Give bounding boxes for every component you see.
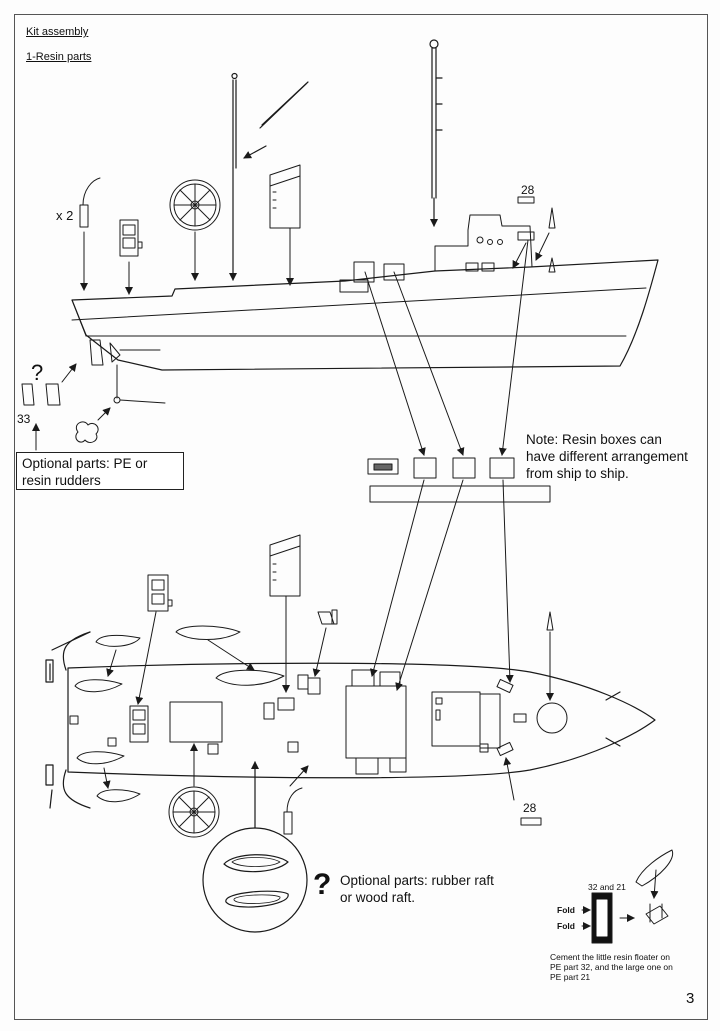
page-border: [14, 14, 708, 1020]
connection-arrows-top: [364, 239, 529, 456]
part-number-28-top: 28: [521, 183, 535, 197]
plan-mast: [546, 611, 554, 701]
inset-parts-label: 32 and 21: [588, 882, 626, 892]
resin-box-layout: [367, 457, 551, 503]
part-number-28-bottom: 28: [523, 801, 537, 815]
side-superstructure: [339, 214, 533, 293]
raft-options: [202, 761, 308, 933]
plan-box-part: [135, 574, 173, 705]
quantity-label: x 2: [56, 208, 74, 223]
rudder-options: [21, 363, 166, 451]
question-mark-rudder: ?: [31, 360, 44, 385]
fold-inset: [581, 849, 674, 944]
floats: [74, 625, 285, 803]
tower-top: [269, 164, 301, 286]
stern-propeller-rudder: [89, 339, 161, 366]
resin-boxes-note: Note: Resin boxes can have different arr…: [526, 432, 688, 481]
hull-side-view: [71, 259, 659, 371]
section-heading: Kit assembly: [26, 26, 89, 38]
fold-label-2: Fold: [557, 921, 575, 931]
plan-tower: [269, 534, 301, 693]
masts-top: [229, 39, 443, 281]
plan-funnel: [312, 609, 338, 677]
top-left-parts: [79, 177, 143, 295]
connection-arrows-bottom: [369, 479, 514, 691]
hull-plan-view: [45, 631, 656, 809]
raft-note: Optional parts: rubber raft or wood raft…: [340, 873, 494, 905]
page-number: 3: [686, 990, 695, 1007]
plan-deck-details: [69, 669, 568, 775]
wheel-bottom: [168, 743, 542, 838]
inset-caption: Cement the little resin floater on PE pa…: [550, 952, 673, 982]
rudder-note: Optional parts: PE or resin rudders: [16, 452, 184, 490]
question-mark-raft: ?: [313, 868, 332, 901]
subsection-heading: 1-Resin parts: [26, 51, 92, 63]
bow-small-parts: [512, 196, 556, 273]
part-number-33: 33: [17, 412, 31, 426]
wheel-top: [169, 179, 221, 281]
fold-label-1: Fold: [557, 905, 575, 915]
